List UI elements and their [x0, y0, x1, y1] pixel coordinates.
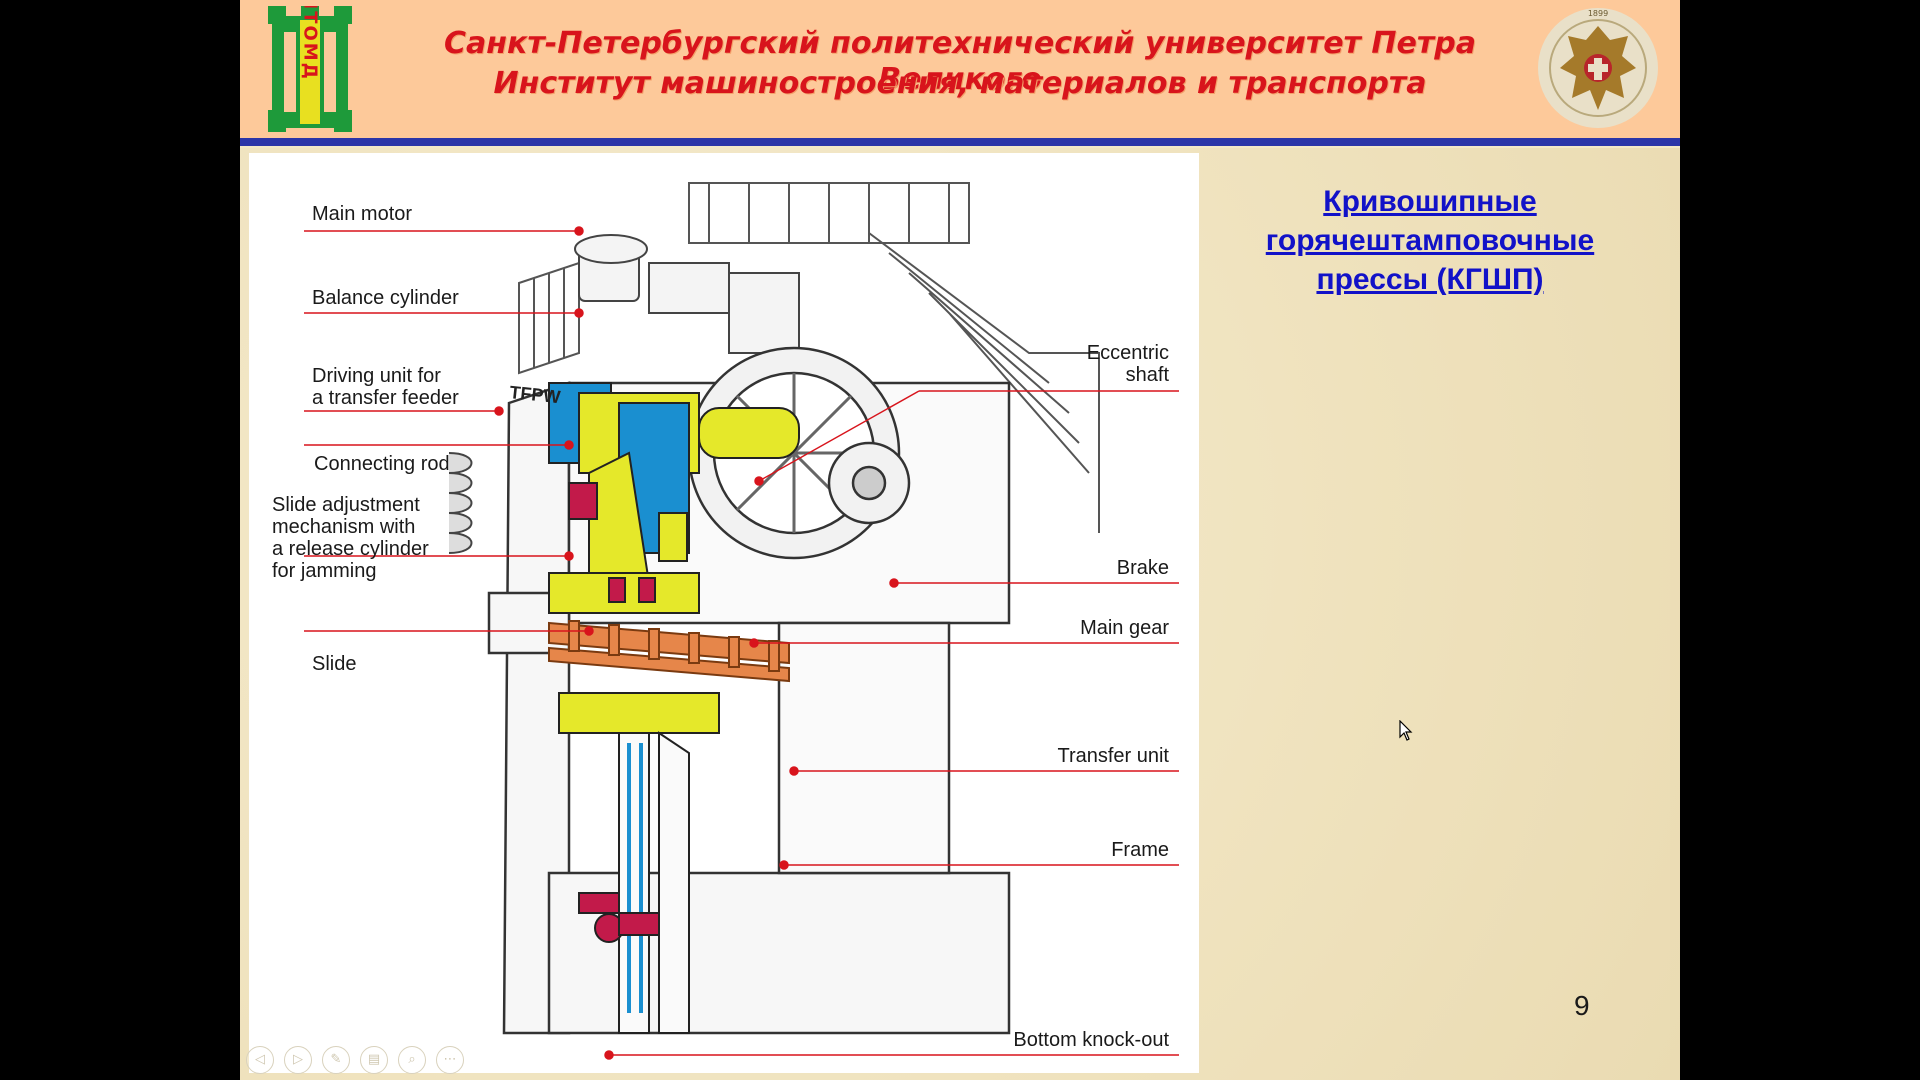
label-eccentric-line1: Eccentric — [1086, 342, 1169, 364]
label-transfer-unit: Transfer unit — [1057, 745, 1169, 767]
page-number: 9 — [1574, 990, 1590, 1021]
institute-title: Институт машиностроения, материалов и тр… — [493, 66, 1427, 101]
crank-assembly — [548, 382, 800, 595]
university-title: Санкт-Петербургский политехнический унив… — [444, 26, 1476, 97]
slide-header: МТОМД Санкт-Петербургский политехнически… — [240, 0, 1680, 138]
press-illustration: TFPW — [304, 182, 1179, 1060]
brake-wheel — [827, 441, 911, 525]
next-slide-button[interactable]: ▷ — [284, 1046, 312, 1074]
topic-line2: горячештамповочные — [1265, 224, 1595, 257]
main-motor-body — [574, 234, 800, 354]
more-options-button[interactable]: ⋯ — [436, 1046, 464, 1074]
slide: МТОМД Санкт-Петербургский политехнически… — [240, 0, 1680, 1080]
zoom-button[interactable]: ⌕ — [398, 1046, 426, 1074]
label-eccentric-line2: shaft — [1125, 364, 1169, 386]
slideshow-toolbar: ◁ ▷ ✎ ▤ ⌕ ⋯ — [246, 1046, 464, 1074]
header-divider — [240, 138, 1680, 146]
balance-spring — [448, 452, 473, 554]
pen-tool-button[interactable]: ✎ — [322, 1046, 350, 1074]
label-balance-cylinder: Balance cylinder — [312, 287, 459, 309]
label-slide-adjustment-line4: for jamming — [272, 560, 377, 582]
label-driving-unit-line1: Driving unit for — [312, 365, 441, 387]
logo-text: МТОМД — [300, 6, 321, 81]
slide-block — [548, 572, 700, 614]
label-frame: Frame — [1111, 839, 1169, 861]
label-driving-unit-line2: a transfer feeder — [312, 387, 459, 409]
leader-lines — [304, 226, 1179, 1060]
previous-slide-button[interactable]: ◁ — [246, 1046, 274, 1074]
emblem-year: 1899 — [1588, 9, 1608, 18]
press-diagram: TFPW Main motor Balance cylinder Driving… — [249, 153, 1199, 1073]
bottom-knockout-part — [578, 892, 660, 943]
topic-line3: прессы (КГШП) — [1316, 263, 1544, 296]
top-railing — [518, 182, 1100, 533]
transfer-unit-bars — [548, 620, 790, 683]
see-all-slides-button[interactable]: ▤ — [360, 1046, 388, 1074]
label-bottom-knockout: Bottom knock-out — [1013, 1029, 1169, 1051]
label-brake: Brake — [1116, 557, 1169, 579]
topic-line1: Кривошипные — [1323, 185, 1537, 218]
slide-topic-link[interactable]: Кривошипные горячештамповочные прессы (К… — [1220, 182, 1640, 299]
label-main-motor: Main motor — [312, 203, 413, 225]
label-slide-adjustment-line3: a release cylinder — [272, 538, 429, 560]
label-slide: Slide — [312, 653, 357, 675]
label-main-gear: Main gear — [1080, 617, 1169, 639]
label-slide-adjustment-line2: mechanism with — [272, 516, 416, 538]
university-emblem: 1899 — [1538, 8, 1658, 128]
mouse-cursor-icon — [1399, 720, 1413, 741]
label-connecting-rod: Connecting rod — [314, 453, 450, 475]
institute-logo: МТОМД — [268, 6, 352, 132]
label-slide-adjustment-line1: Slide adjustment — [272, 494, 420, 516]
